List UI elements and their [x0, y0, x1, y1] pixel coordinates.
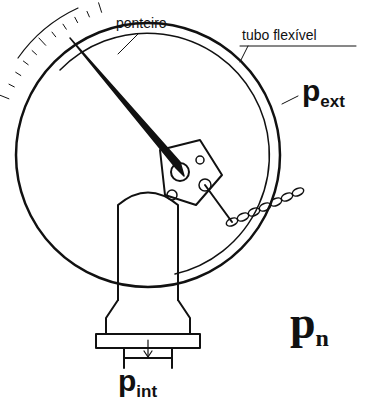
symbol-subscript: ext [320, 92, 345, 111]
pressure-symbol: pext [302, 76, 345, 110]
part-label: tubo flexível [242, 27, 317, 43]
scale-tick [32, 51, 36, 55]
pressure-symbol: pint [118, 366, 157, 400]
pressure-arrow-head [144, 351, 152, 357]
scale-arc [18, 8, 78, 58]
bourdon-tube [60, 33, 269, 274]
scale-tick [87, 11, 89, 17]
leader-line [240, 46, 356, 62]
scale-tick [99, 3, 102, 13]
link-pin [167, 190, 177, 200]
part-label: tubo flexível [242, 28, 317, 42]
link-pin [196, 156, 204, 164]
pressure-symbol: pn [290, 300, 329, 350]
symbol-letter: p [302, 74, 320, 107]
pointer [70, 38, 184, 176]
leader-line [282, 96, 298, 104]
scale-tick [63, 24, 66, 29]
symbol-letter: p [118, 364, 136, 397]
scale-tick [23, 61, 28, 65]
socket-neck [106, 300, 190, 334]
scale-tick [0, 95, 9, 99]
chain-link [291, 186, 305, 197]
symbol-subscript: int [136, 382, 157, 401]
symbol-letter: p [290, 297, 316, 348]
part-label: ponteiro [116, 15, 167, 31]
scale-tick [75, 17, 78, 22]
socket-body [118, 193, 178, 301]
lever [205, 185, 232, 222]
gauge-bezel [16, 23, 280, 287]
scale-tick [52, 32, 56, 37]
leader-line [118, 34, 138, 54]
symbol-subscript: n [316, 325, 329, 351]
part-label: ponteiro [116, 16, 167, 30]
scale-tick [9, 84, 14, 87]
pressure-arrow [147, 340, 148, 356]
scale-ticks [0, 3, 102, 99]
scale-tick [16, 72, 21, 75]
chain-link [225, 186, 305, 227]
scale-tick [39, 38, 46, 45]
